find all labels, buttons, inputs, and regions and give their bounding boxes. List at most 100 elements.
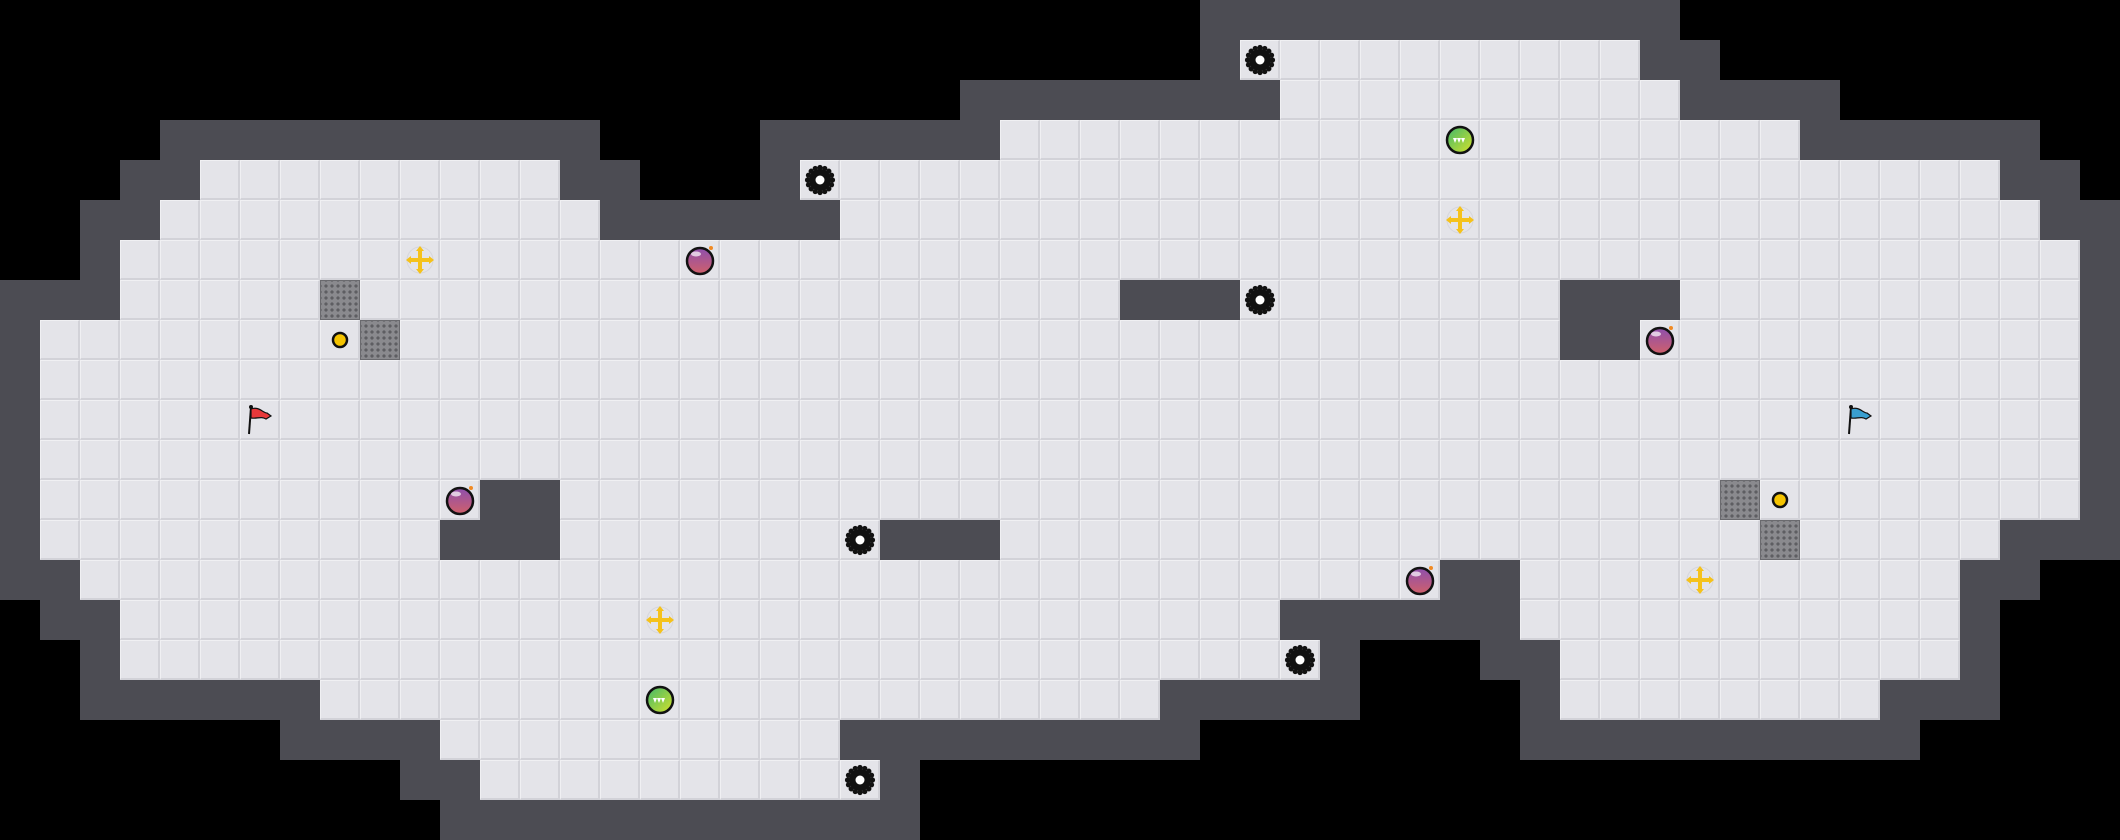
- floor-tile: [1000, 560, 1040, 600]
- floor-tile: [1280, 560, 1320, 600]
- wall-tile: [880, 760, 920, 800]
- floor-tile: [720, 280, 760, 320]
- floor-tile: [1000, 360, 1040, 400]
- wall-tile: [480, 480, 520, 520]
- floor-tile: [40, 520, 80, 560]
- wall-tile: [1680, 40, 1720, 80]
- floor-tile: [400, 560, 440, 600]
- wall-tile: [440, 520, 480, 560]
- floor-tile: [360, 640, 400, 680]
- floor-tile: [280, 200, 320, 240]
- floor-tile: [840, 360, 880, 400]
- floor-tile: [2040, 240, 2080, 280]
- floor-tile: [1360, 80, 1400, 120]
- floor-tile: [680, 720, 720, 760]
- wall-tile: [1160, 720, 1200, 760]
- floor-tile: [1600, 400, 1640, 440]
- floor-tile: [520, 720, 560, 760]
- wall-tile: [960, 80, 1000, 120]
- wall-tile: [1320, 640, 1360, 680]
- floor-tile: [120, 640, 160, 680]
- floor-tile: [840, 440, 880, 480]
- wall-tile: [40, 280, 80, 320]
- floor-tile: [840, 240, 880, 280]
- floor-tile: [2040, 320, 2080, 360]
- wall-tile: [1440, 560, 1480, 600]
- wall-tile: [1320, 680, 1360, 720]
- floor-tile: [1120, 120, 1160, 160]
- floor-tile: [1920, 520, 1960, 560]
- floor-tile: [560, 400, 600, 440]
- floor-tile: [880, 440, 920, 480]
- floor-tile: [840, 320, 880, 360]
- floor-tile: [1160, 480, 1200, 520]
- floor-tile: [1000, 680, 1040, 720]
- wall-tile: [120, 200, 160, 240]
- wall-tile: [920, 120, 960, 160]
- floor-tile: [1880, 640, 1920, 680]
- floor-tile: [280, 560, 320, 600]
- floor-tile: [1280, 200, 1320, 240]
- floor-tile: [840, 280, 880, 320]
- floor-tile: [880, 680, 920, 720]
- floor-tile: [1760, 280, 1800, 320]
- floor-tile: [480, 200, 520, 240]
- floor-tile: [560, 320, 600, 360]
- wall-tile: [0, 560, 40, 600]
- floor-tile: [1920, 480, 1960, 520]
- floor-tile: [1120, 160, 1160, 200]
- floor-tile: [1080, 680, 1120, 720]
- floor-tile: [720, 600, 760, 640]
- floor-tile: [800, 760, 840, 800]
- wall-tile: [1160, 680, 1200, 720]
- floor-tile: [1240, 240, 1280, 280]
- wall-tile: [1600, 720, 1640, 760]
- floor-tile: [1520, 440, 1560, 480]
- wall-tile: [2080, 480, 2120, 520]
- floor-tile: [680, 520, 720, 560]
- floor-tile: [760, 520, 800, 560]
- floor-tile: [1560, 440, 1600, 480]
- wall-tile: [1480, 0, 1520, 40]
- wall-tile: [920, 720, 960, 760]
- floor-tile: [600, 520, 640, 560]
- floor-tile: [1640, 640, 1680, 680]
- floor-tile: [200, 480, 240, 520]
- floor-tile: [760, 600, 800, 640]
- wall-tile: [800, 800, 840, 840]
- floor-tile: [1720, 320, 1760, 360]
- floor-tile: [1920, 360, 1960, 400]
- floor-tile: [640, 440, 680, 480]
- wall-tile: [880, 720, 920, 760]
- floor-tile: [2000, 280, 2040, 320]
- floor-tile: [1880, 400, 1920, 440]
- floor-tile: [1200, 240, 1240, 280]
- floor-tile: [1280, 120, 1320, 160]
- floor-tile: [560, 200, 600, 240]
- floor-tile: [80, 560, 120, 600]
- floor-tile: [1160, 360, 1200, 400]
- floor-tile: [1000, 240, 1040, 280]
- floor-tile: [1120, 680, 1160, 720]
- floor-tile: [240, 240, 280, 280]
- floor-tile: [480, 160, 520, 200]
- floor-tile: [280, 320, 320, 360]
- floor-tile: [1880, 320, 1920, 360]
- floor-tile: [1760, 600, 1800, 640]
- wall-tile: [1520, 640, 1560, 680]
- floor-tile: [1600, 360, 1640, 400]
- floor-tile: [1560, 520, 1600, 560]
- wall-tile: [1520, 0, 1560, 40]
- floor-tile: [480, 360, 520, 400]
- floor-tile: [160, 520, 200, 560]
- wall-tile: [1960, 640, 2000, 680]
- floor-tile: [1200, 440, 1240, 480]
- floor-tile: [720, 400, 760, 440]
- floor-tile: [1200, 640, 1240, 680]
- floor-tile: [600, 560, 640, 600]
- floor-tile: [1360, 160, 1400, 200]
- floor-tile: [560, 680, 600, 720]
- boost-icon: [640, 600, 680, 640]
- floor-tile: [560, 440, 600, 480]
